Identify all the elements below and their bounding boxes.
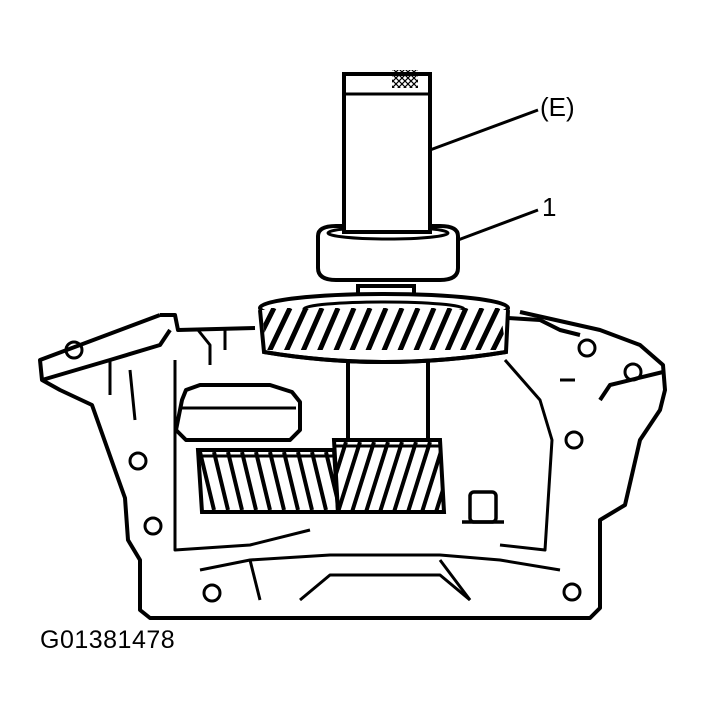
bolt-head	[462, 490, 504, 524]
bolt-holes	[64, 338, 643, 603]
part-callout-label: 1	[542, 192, 556, 222]
leader-lines	[429, 108, 539, 242]
bearing-collar	[316, 224, 460, 282]
figure-id: G01381478	[40, 626, 176, 654]
housing	[38, 310, 667, 620]
shift-fork-bracket	[174, 383, 302, 442]
bolt-hole	[564, 430, 584, 450]
bolt-hole	[64, 340, 84, 360]
bolt-hole	[623, 362, 643, 382]
bolt-hole	[562, 582, 582, 602]
lower-shaft-gear	[330, 438, 447, 514]
special-tool	[342, 70, 432, 234]
bolt-hole	[202, 583, 222, 603]
upper-gear	[258, 292, 510, 364]
bolt-hole	[143, 516, 163, 536]
part-leader-line	[457, 208, 539, 242]
bolt-hole	[577, 338, 597, 358]
tool-callout-label: (E)	[540, 92, 575, 122]
counter-gear	[195, 448, 341, 514]
tool-leader-line	[429, 108, 539, 152]
bolt-hole	[128, 451, 148, 471]
